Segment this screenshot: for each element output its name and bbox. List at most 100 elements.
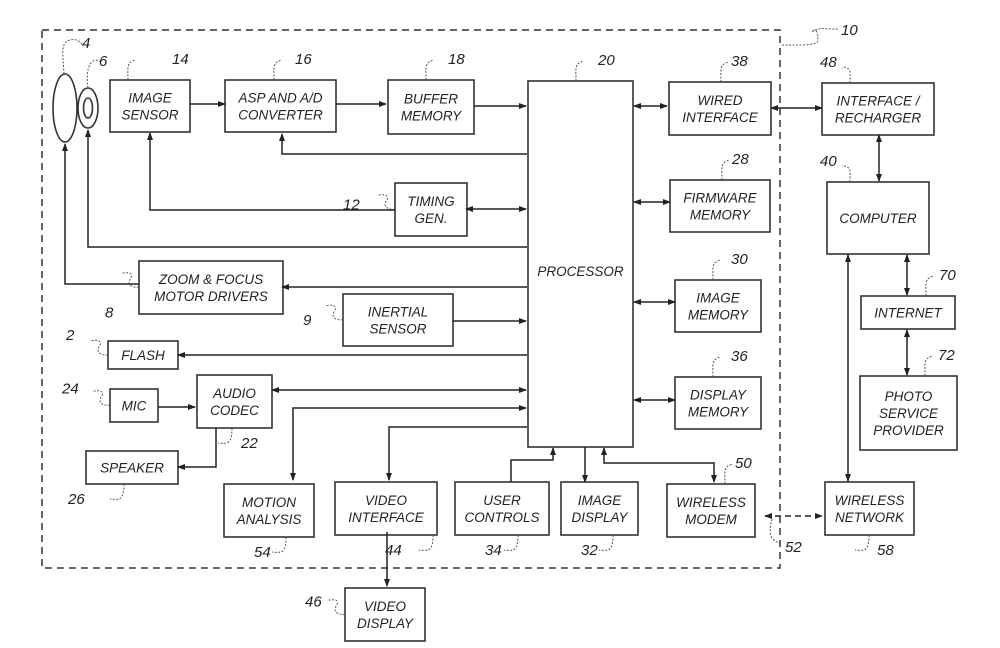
ref-18: 18 [448, 51, 465, 68]
interface-recharger-box [821, 82, 935, 136]
video-display-box [344, 587, 426, 642]
buffer-memory-label-line: MEMORY [401, 109, 462, 124]
zoom-focus-label-line: MOTOR DRIVERS [154, 289, 268, 304]
firmware-memory-box [669, 179, 771, 233]
image-sensor-label-line: SENSOR [121, 108, 178, 123]
display-memory-label-line: DISPLAY [690, 388, 747, 403]
asp-converter-box [224, 79, 337, 133]
internet-label-line: INTERNET [874, 306, 943, 321]
ref-12: 12 [343, 197, 360, 214]
video-interface-box [334, 481, 438, 536]
ref-58: 58 [877, 542, 894, 559]
wired-interface-block: WIRED INTERFACE 38 [668, 53, 772, 136]
motion-analysis-label-line: ANALYSIS [236, 512, 302, 527]
wired-interface-label-line: INTERFACE [682, 110, 758, 125]
wire-processor-modem [601, 447, 717, 483]
lens-element-4 [52, 73, 78, 143]
leader-30 [712, 259, 722, 281]
ref-44: 44 [385, 542, 402, 559]
leader-10 [781, 28, 839, 46]
leader-14 [127, 59, 137, 81]
leader-58 [854, 534, 870, 551]
photo-service-label-line: SERVICE [879, 406, 939, 421]
leader-9 [324, 304, 344, 321]
image-sensor-block: IMAGE SENSOR 14 [109, 51, 191, 133]
ref-20: 20 [597, 52, 615, 69]
ref-46: 46 [305, 594, 322, 611]
ref-38: 38 [731, 53, 748, 70]
camera-system-boundary [41, 29, 781, 569]
ref-6: 6 [99, 53, 108, 70]
motion-analysis-label-line: MOTION [242, 495, 296, 510]
buffer-memory-label-line: BUFFER [404, 92, 458, 107]
computer-label-line: COMPUTER [839, 211, 917, 226]
user-controls-label-line: CONTROLS [464, 510, 539, 525]
wire-zoom-to-lens4 [62, 143, 139, 285]
wireless-network-block: WIRELESS NETWORK 58 [824, 481, 915, 559]
zoom-focus-block: ZOOM & FOCUS MOTOR DRIVERS 8 [105, 260, 284, 322]
image-sensor-box [109, 79, 191, 133]
leader-34 [503, 534, 519, 551]
image-display-box [560, 481, 639, 536]
ref-16: 16 [295, 51, 312, 68]
firmware-memory-label-line: MEMORY [690, 208, 751, 223]
leader-32 [598, 534, 614, 551]
leader-48 [841, 66, 851, 84]
speaker-box [85, 450, 179, 485]
leader-70 [925, 275, 935, 297]
image-display-label-line: IMAGE [578, 493, 623, 508]
buffer-memory-box [387, 79, 475, 135]
motion-analysis-box [223, 483, 315, 538]
wire-timing-to-sensor [147, 132, 395, 211]
wire-controls-to-processor [510, 447, 556, 482]
wireless-network-box [824, 481, 915, 536]
speaker-label-line: SPEAKER [100, 461, 164, 476]
ref-8: 8 [105, 305, 114, 322]
mic-box [109, 388, 159, 423]
ref-26: 26 [67, 491, 85, 508]
image-sensor-label-line: IMAGE [128, 91, 173, 106]
wired-interface-label-line: WIRED [698, 93, 743, 108]
wire-processor-to-video-interface [386, 426, 527, 481]
leader-22 [217, 427, 233, 444]
leader-6 [86, 59, 101, 89]
wireless-network-label-line: NETWORK [835, 510, 905, 525]
ref-70: 70 [939, 267, 956, 284]
ref-2: 2 [65, 327, 75, 344]
leader-24 [91, 390, 111, 406]
leader-16 [273, 59, 283, 81]
timing-gen-label-line: TIMING [407, 194, 454, 209]
wireless-network-label-line: WIRELESS [835, 493, 905, 508]
leader-18 [425, 59, 435, 81]
flash-box [107, 340, 179, 370]
leader-40 [841, 165, 851, 183]
leader-28 [721, 159, 731, 181]
ref-14: 14 [172, 51, 189, 68]
image-display-label-line: DISPLAY [571, 510, 628, 525]
wire-processor-to-asp [279, 133, 527, 155]
ref-10: 10 [841, 22, 858, 39]
interface-recharger-label-line: RECHARGER [835, 111, 922, 126]
leader-50 [724, 463, 734, 485]
zoom-focus-box [138, 260, 284, 315]
video-interface-label-line: VIDEO [365, 493, 408, 508]
leader-72 [924, 355, 934, 377]
speaker-block: SPEAKER 26 [67, 450, 179, 508]
leader-20 [575, 60, 585, 82]
ref-72: 72 [938, 347, 955, 364]
audio-codec-label-line: AUDIO [212, 386, 256, 401]
internet-block: INTERNET 70 [860, 267, 956, 330]
user-controls-label-line: USER [483, 493, 521, 508]
ref-50: 50 [735, 455, 752, 472]
zoom-focus-label-line: ZOOM & FOCUS [158, 272, 263, 287]
ref-34: 34 [485, 542, 502, 559]
